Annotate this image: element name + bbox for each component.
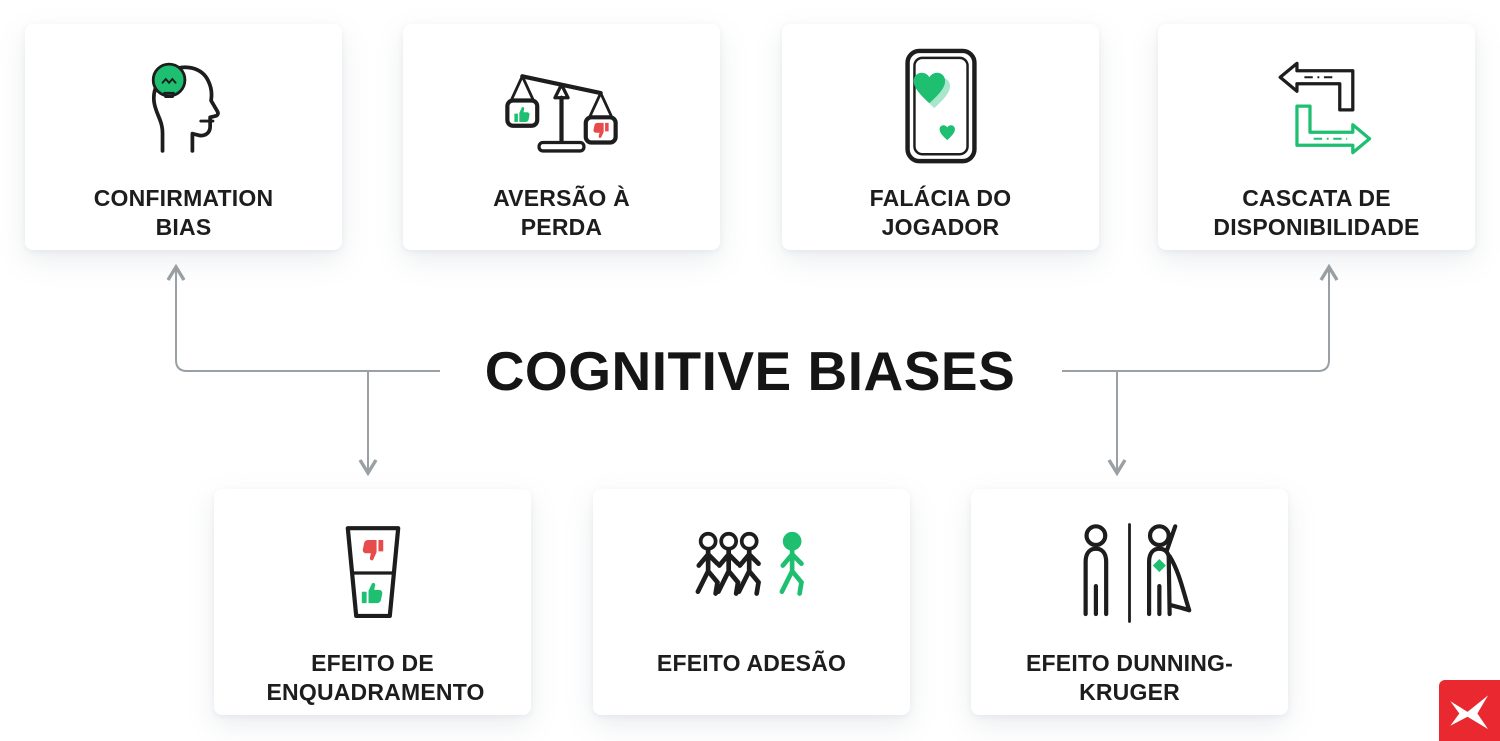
card-label-efeito-adesao: EFEITO ADESÃO [656, 650, 847, 676]
card-label-aversao-a-perda: AVERSÃO À PERDA [493, 185, 630, 241]
card-cascata-de-disponibilidade: CASCATA DE DISPONIBILIDADE [1158, 24, 1475, 250]
card-label-efeito-dunning-kruger: EFEITO DUNNING-KRUGER [1025, 650, 1234, 706]
main-title: COGNITIVE BIASES [484, 340, 1016, 402]
glass-thumbs-icon [317, 503, 429, 643]
card-label-cascata-de-disponibilidade: CASCATA DE DISPONIBILIDADE [1213, 185, 1420, 241]
head-lightbulb-icon [128, 38, 240, 178]
cycle-arrows-icon [1256, 38, 1377, 178]
card-aversao-a-perda: AVERSÃO À PERDA [403, 24, 720, 250]
balance-scale-icon [496, 38, 627, 178]
card-label-efeito-de-enquadramento: EFEITO DE ENQUADRAMENTO [266, 650, 485, 706]
card-efeito-dunning-kruger: EFEITO DUNNING-KRUGER [971, 489, 1288, 715]
playing-card-hearts-icon [882, 38, 1000, 178]
walking-crowd-icon [682, 503, 822, 643]
brand-logo [1439, 680, 1500, 741]
brand-logo-mark [1449, 694, 1488, 729]
card-falacia-do-jogador: FALÁCIA DO JOGADOR [782, 24, 1099, 250]
person-superhero-icon [1064, 503, 1195, 643]
card-efeito-de-enquadramento: EFEITO DE ENQUADRAMENTO [214, 489, 531, 715]
card-efeito-adesao: EFEITO ADESÃO [593, 489, 910, 715]
card-label-confirmation-bias: CONFIRMATION BIAS [93, 185, 274, 241]
card-confirmation-bias: CONFIRMATION BIAS [25, 24, 342, 250]
card-label-falacia-do-jogador: FALÁCIA DO JOGADOR [869, 185, 1012, 241]
